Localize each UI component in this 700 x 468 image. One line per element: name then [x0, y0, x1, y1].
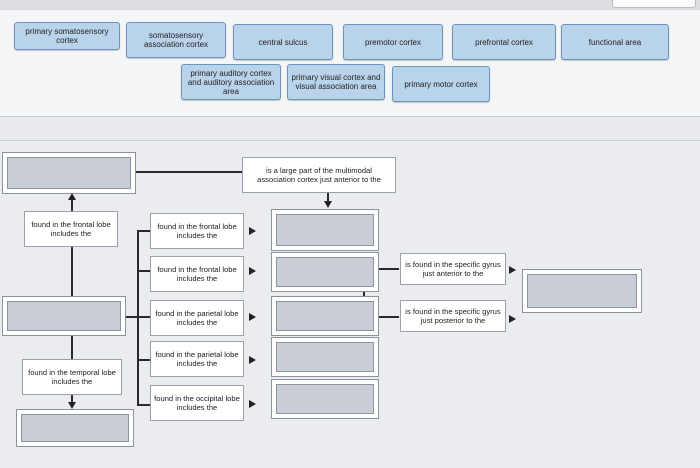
connector-line: [327, 193, 329, 201]
drop-target-center-5[interactable]: [271, 379, 379, 419]
drop-slot: [276, 214, 374, 246]
chip-primary-somatosensory-cortex[interactable]: primary somatosensory cortex: [14, 22, 120, 50]
connector-line: [137, 359, 150, 361]
label-gyrus-anterior: is found in the specific gyrus just ante…: [400, 253, 506, 285]
arrow-right-icon: [509, 266, 516, 274]
arrow-right-icon: [249, 400, 256, 408]
arrow-up-icon: [68, 193, 76, 200]
label-gyrus-posterior: is found in the specific gyrus just post…: [400, 300, 506, 332]
connector-line: [137, 404, 150, 406]
drop-target-bottom-left[interactable]: [16, 409, 134, 447]
connector-line: [137, 230, 139, 406]
chip-premotor-cortex[interactable]: premotor cortex: [343, 24, 443, 60]
chip-primary-visual-cortex[interactable]: primary visual cortex and visual associa…: [287, 64, 385, 100]
connector-line: [137, 270, 150, 272]
arrow-right-icon: [249, 356, 256, 364]
drop-slot: [276, 301, 374, 331]
label-multimodal: is a large part of the multimodal associ…: [242, 157, 396, 193]
drop-target-top-left[interactable]: [2, 152, 136, 194]
drop-target-center-4[interactable]: [271, 337, 379, 377]
drop-slot: [276, 384, 374, 414]
chip-central-sulcus[interactable]: central sulcus: [233, 24, 333, 60]
drop-target-center-1[interactable]: [271, 209, 379, 251]
drop-target-right[interactable]: [522, 269, 642, 313]
connector-line: [137, 230, 150, 232]
help-button[interactable]: [612, 0, 696, 8]
connector-line: [135, 171, 242, 173]
chip-primary-auditory-cortex[interactable]: primary auditory cortex and auditory ass…: [181, 64, 281, 100]
arrow-right-icon: [509, 315, 516, 323]
chip-primary-motor-cortex[interactable]: primary motor cortex: [392, 66, 490, 102]
drop-slot: [527, 274, 637, 308]
label-mid-frontal-1: found in the frontal lobe includes the: [150, 213, 244, 249]
connector-line: [71, 197, 73, 299]
drop-target-center-2[interactable]: [271, 252, 379, 292]
arrow-right-icon: [249, 227, 256, 235]
top-strip: [0, 0, 700, 10]
drop-slot: [7, 301, 121, 331]
connector-line: [363, 316, 399, 318]
drop-slot: [21, 414, 129, 442]
label-mid-frontal-2: found in the frontal lobe includes the: [150, 256, 244, 292]
chip-prefrontal-cortex[interactable]: prefrontal cortex: [452, 24, 556, 60]
arrow-right-icon: [249, 313, 256, 321]
connector-line: [363, 268, 399, 270]
drop-slot: [7, 157, 131, 189]
label-mid-parietal-1: found in the parietal lobe includes the: [150, 300, 244, 336]
label-frontal-left: found in the frontal lobe includes the: [24, 211, 118, 247]
arrow-right-icon: [249, 267, 256, 275]
arrow-down-icon: [68, 402, 76, 409]
word-bank: primary somatosensory cortex somatosenso…: [0, 10, 700, 117]
arrow-down-icon: [324, 201, 332, 208]
drop-slot: [276, 342, 374, 372]
drop-slot: [276, 257, 374, 287]
chip-somatosensory-association-cortex[interactable]: somatosensory association cortex: [126, 22, 226, 58]
chip-functional-area[interactable]: functional area: [561, 24, 669, 60]
drop-target-center-3[interactable]: [271, 296, 379, 336]
connector-line: [363, 268, 365, 317]
label-mid-parietal-2: found in the parietal lobe includes the: [150, 341, 244, 377]
label-mid-occipital: found in the occipital lobe includes the: [150, 385, 244, 421]
drop-target-mid-left[interactable]: [2, 296, 126, 336]
label-temporal-left: found in the temporal lobe includes the: [22, 359, 122, 395]
